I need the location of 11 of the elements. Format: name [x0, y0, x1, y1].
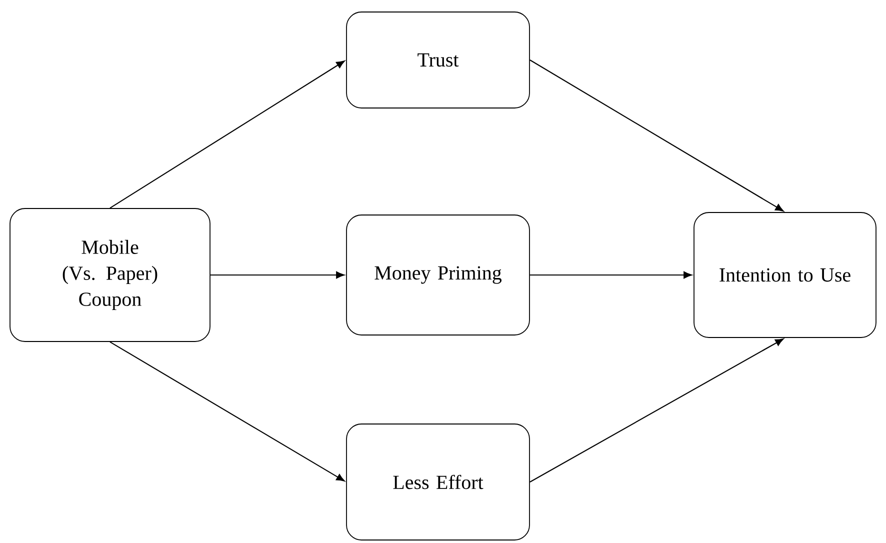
arrow: [530, 271, 692, 279]
rounded-box: Less Effort: [346, 424, 530, 540]
arrow: [530, 338, 784, 482]
rounded-box: Mobile (Vs. Paper) Coupon: [10, 208, 210, 342]
arrow: [110, 341, 345, 482]
rounded-box: Money Priming: [346, 214, 530, 336]
arrow: [530, 60, 784, 212]
arrow: [210, 271, 344, 279]
rounded-box: Trust: [346, 12, 530, 108]
rounded-box: Intention to Use: [694, 212, 876, 338]
arrow: [110, 60, 345, 209]
